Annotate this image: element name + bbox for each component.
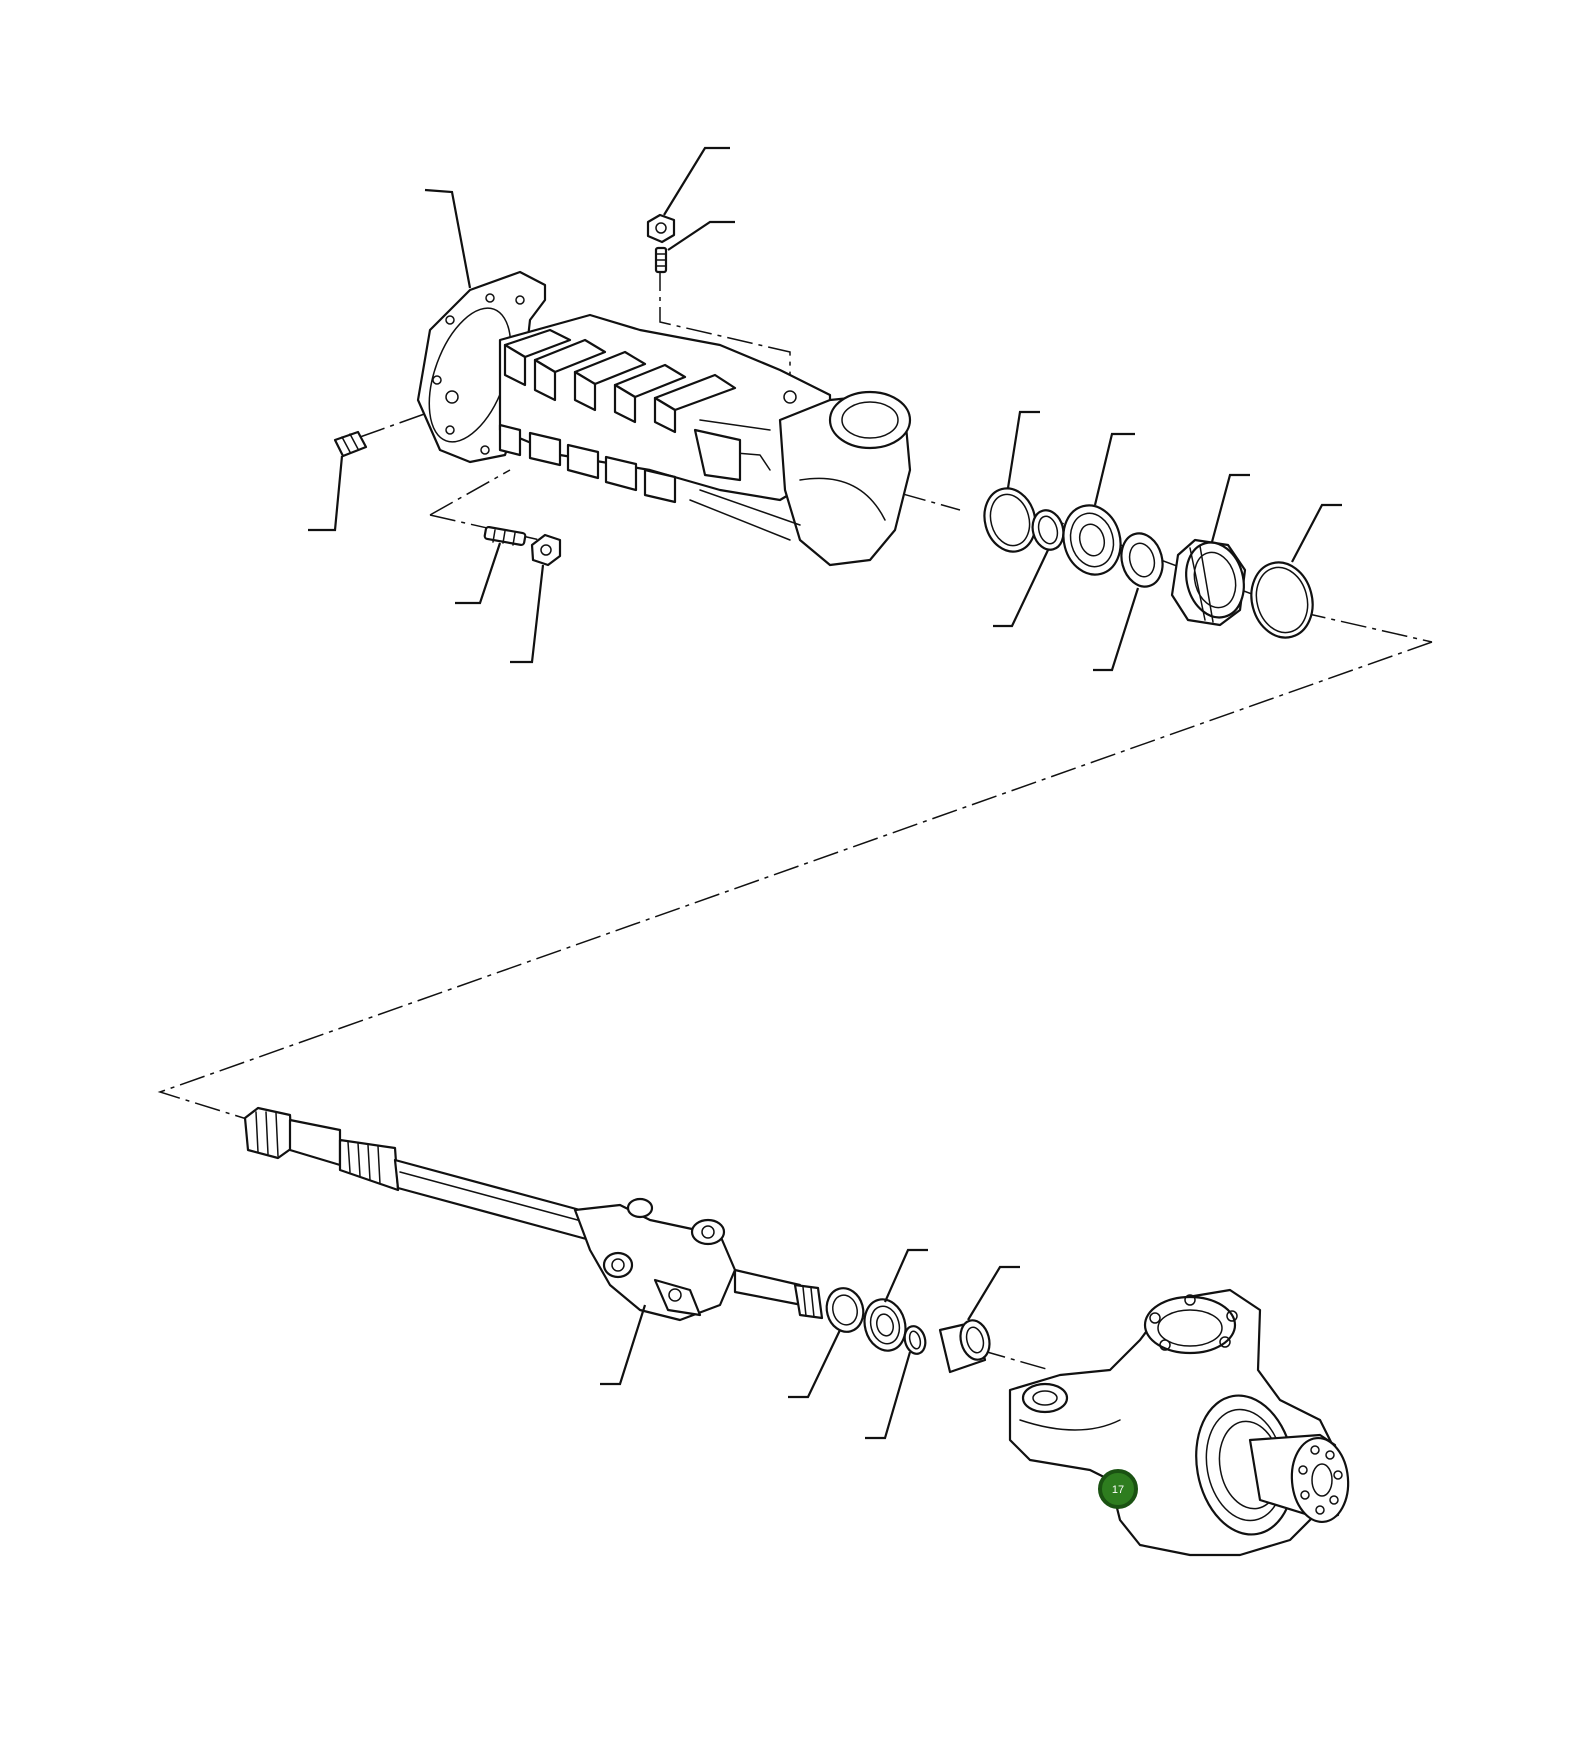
callout-badge[interactable] <box>1098 1469 1138 1509</box>
steering-knuckle <box>1008 1288 1350 1557</box>
upper-fasteners <box>333 213 676 567</box>
axle-housing <box>416 270 912 567</box>
lower-leader-lines <box>600 1248 1020 1440</box>
callout-label: 17 <box>1112 1484 1124 1496</box>
upper-bearing-stack <box>983 487 1314 639</box>
drive-shaft <box>243 1106 824 1322</box>
lower-bearing-stack <box>825 1287 991 1374</box>
upper-leader-lines <box>308 146 1342 672</box>
callout-17[interactable]: 17 <box>1098 1469 1138 1509</box>
